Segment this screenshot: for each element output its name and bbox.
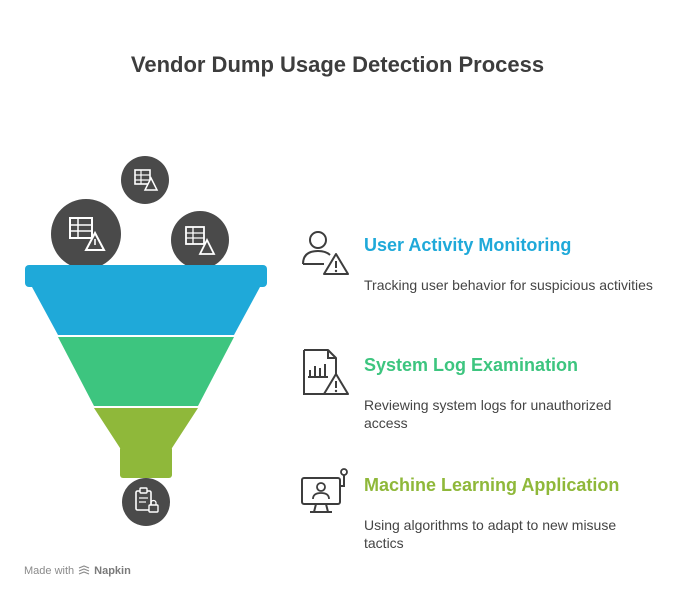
user-warning-icon (302, 231, 349, 275)
stage-title: User Activity Monitoring (364, 235, 572, 255)
made-with-napkin-footer[interactable]: Made with Napkin (24, 565, 131, 577)
funnel-stage-2 (58, 337, 234, 406)
napkin-logo-icon (78, 565, 90, 575)
clipboard-lock-icon (122, 478, 170, 526)
stage-description: Reviewing system logs for unauthorized a… (364, 397, 612, 431)
page-title: Vendor Dump Usage Detection Process (130, 52, 545, 77)
database-warning-icon (51, 199, 121, 269)
footer-text: Made with (24, 565, 75, 577)
stage-description: Using algorithms to adapt to new misuse … (364, 517, 617, 551)
monitor-user-icon (301, 468, 348, 513)
funnel-stage-1 (25, 265, 267, 335)
database-warning-icon (171, 211, 229, 269)
stage-description: Tracking user behavior for suspicious ac… (364, 277, 653, 293)
log-chart-warning-icon (303, 349, 349, 395)
footer-brand: Napkin (94, 565, 131, 577)
stage-title: System Log Examination (364, 355, 579, 375)
funnel-stage-3 (94, 408, 198, 478)
stage-title: Machine Learning Application (364, 475, 620, 495)
database-warning-icon (121, 156, 169, 204)
